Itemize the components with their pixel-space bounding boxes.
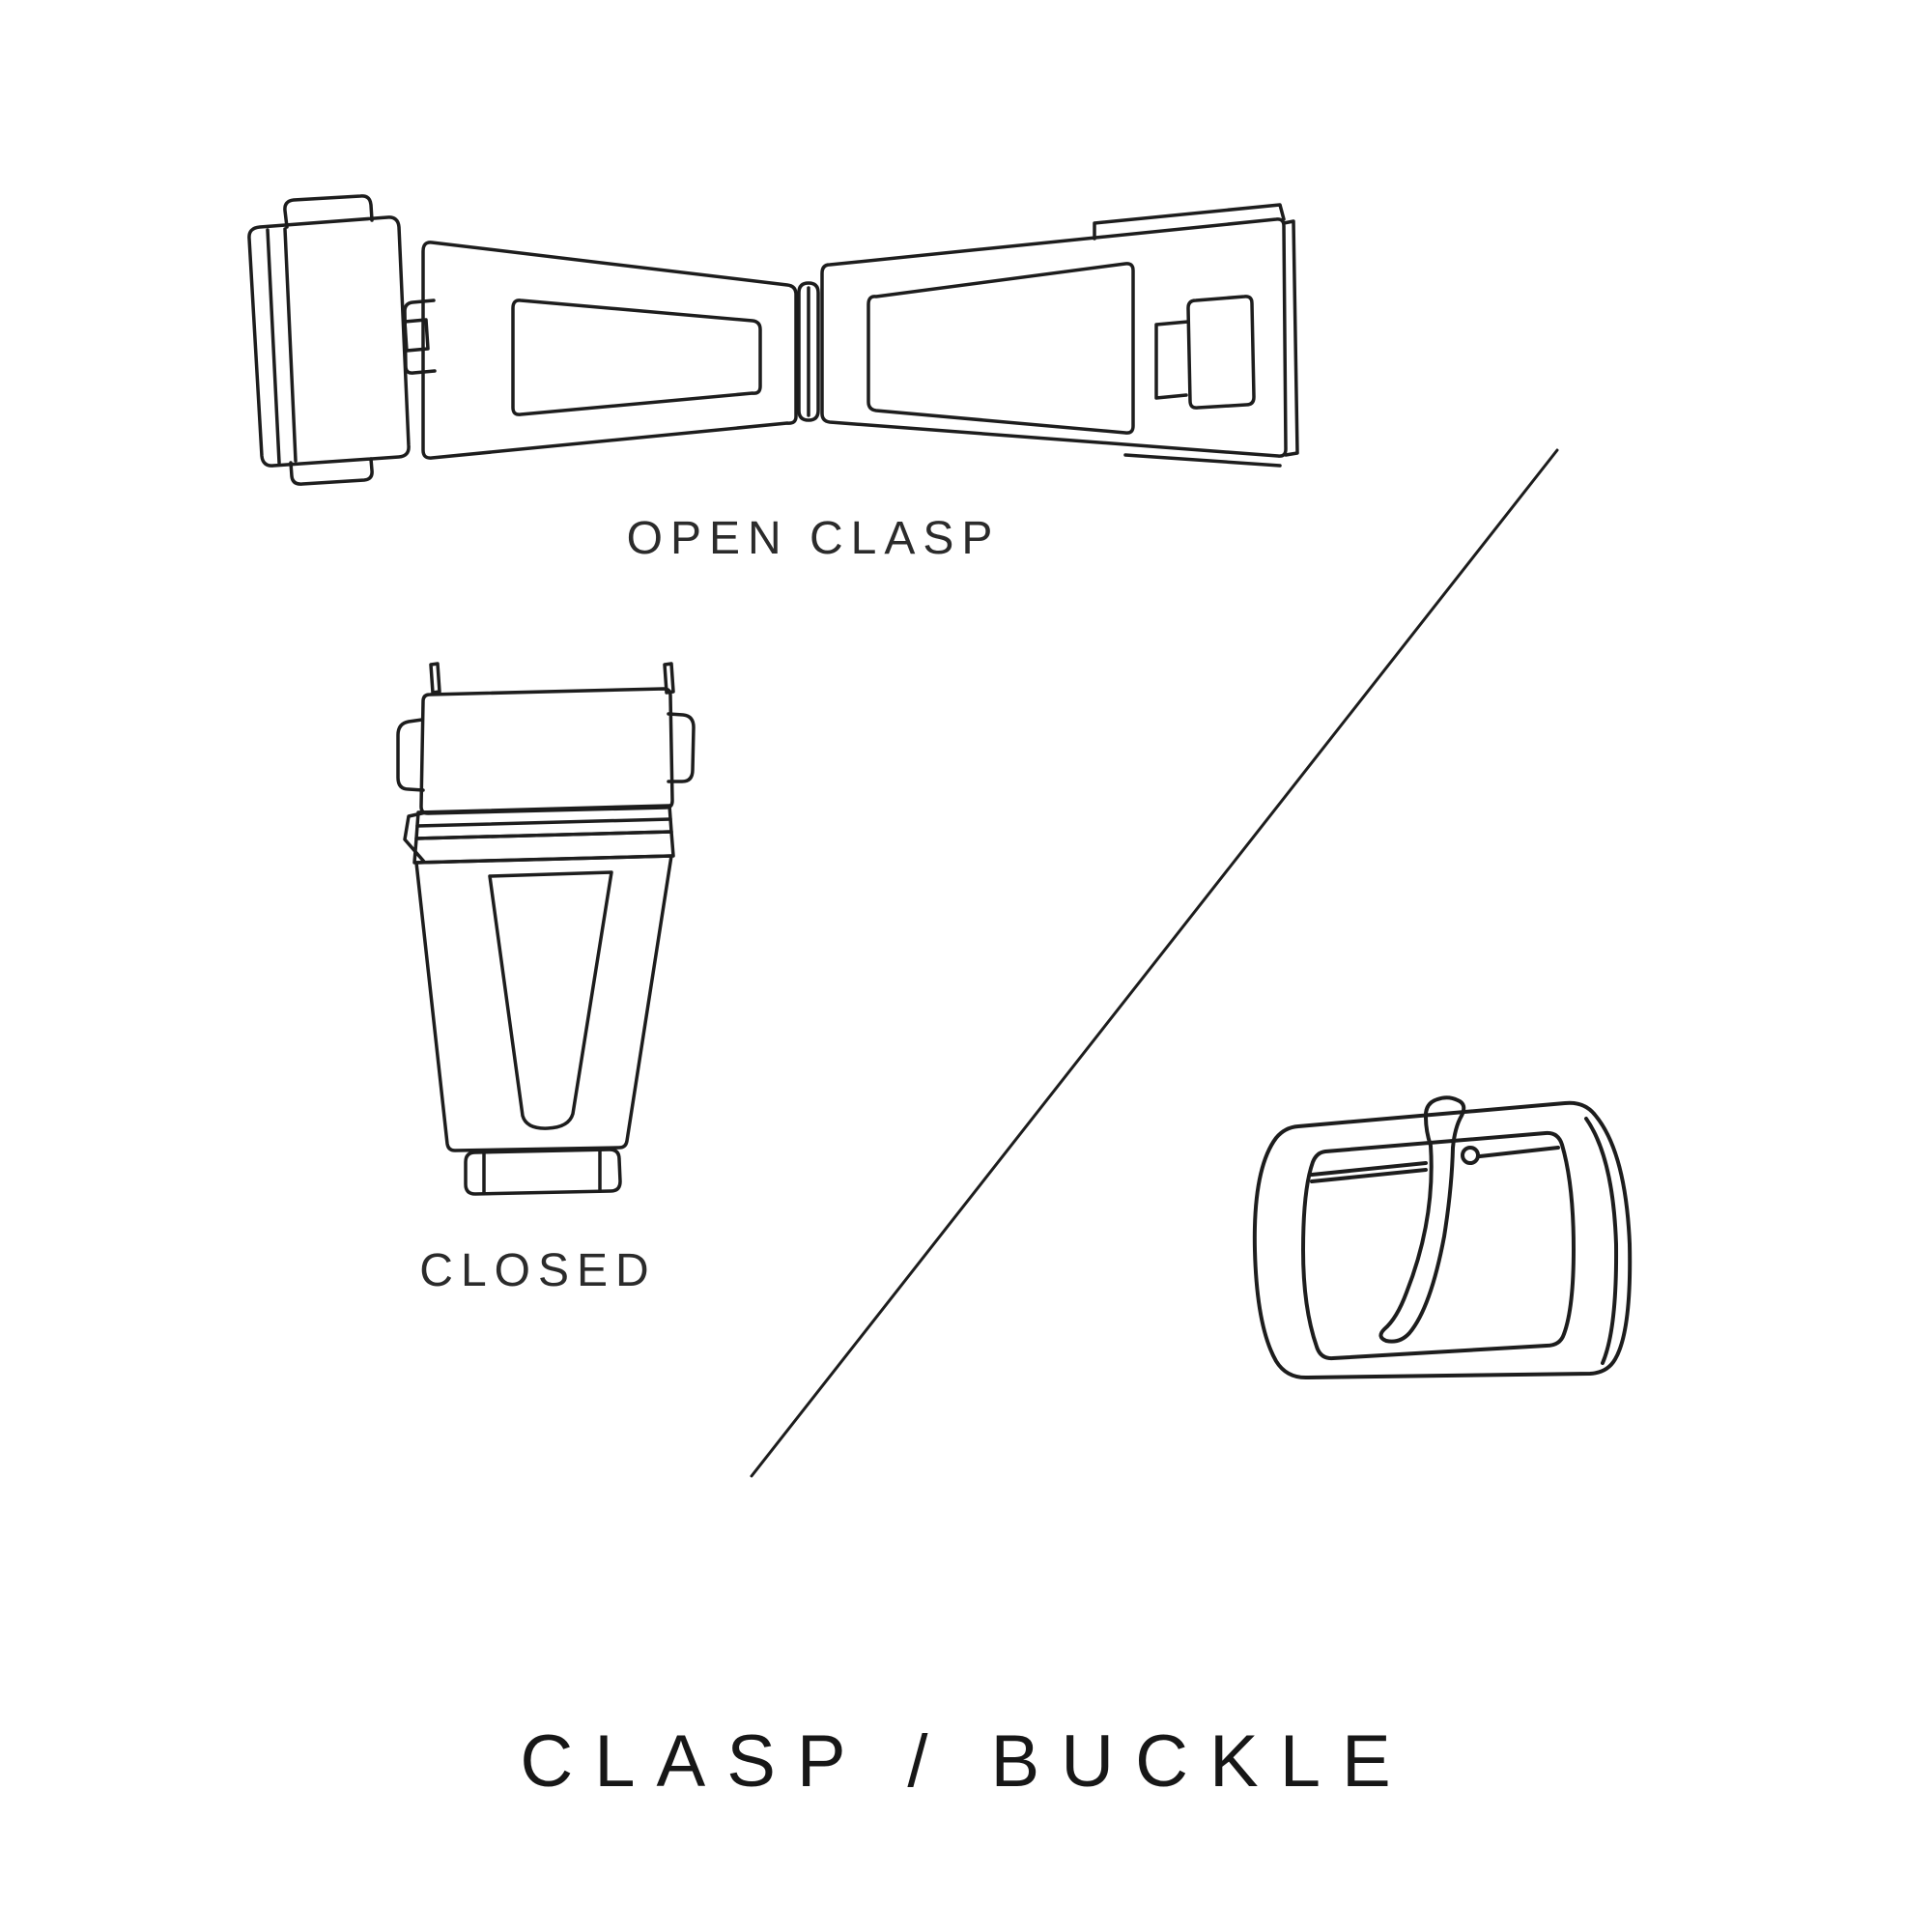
closed-clasp-top xyxy=(396,662,696,815)
closed-clasp-band xyxy=(403,804,675,865)
page-title: CLASP / BUCKLE xyxy=(520,1720,1412,1803)
buckle-pin xyxy=(1310,1146,1560,1183)
buckle-tongue xyxy=(1378,1095,1466,1344)
tang-buckle-icon xyxy=(1252,1095,1633,1380)
open-clasp-hinge xyxy=(797,281,820,422)
closed-clasp-icon xyxy=(396,662,696,1196)
open-clasp-icon xyxy=(247,194,1299,486)
buckle-frame xyxy=(1252,1100,1633,1380)
closed-clasp-body xyxy=(414,854,673,1196)
tang-buckle-illustration xyxy=(1236,1092,1642,1420)
open-clasp-illustration xyxy=(227,179,1304,488)
closed-clasp-caption: CLOSED xyxy=(419,1245,657,1296)
open-clasp-right-plate xyxy=(820,203,1299,468)
closed-clasp-illustration xyxy=(382,652,705,1198)
open-clasp-caption: OPEN CLASP xyxy=(626,513,1001,564)
open-clasp-end-link xyxy=(247,194,411,486)
open-clasp-left-plate xyxy=(403,241,798,460)
diagonal-divider-line xyxy=(750,448,1559,1478)
